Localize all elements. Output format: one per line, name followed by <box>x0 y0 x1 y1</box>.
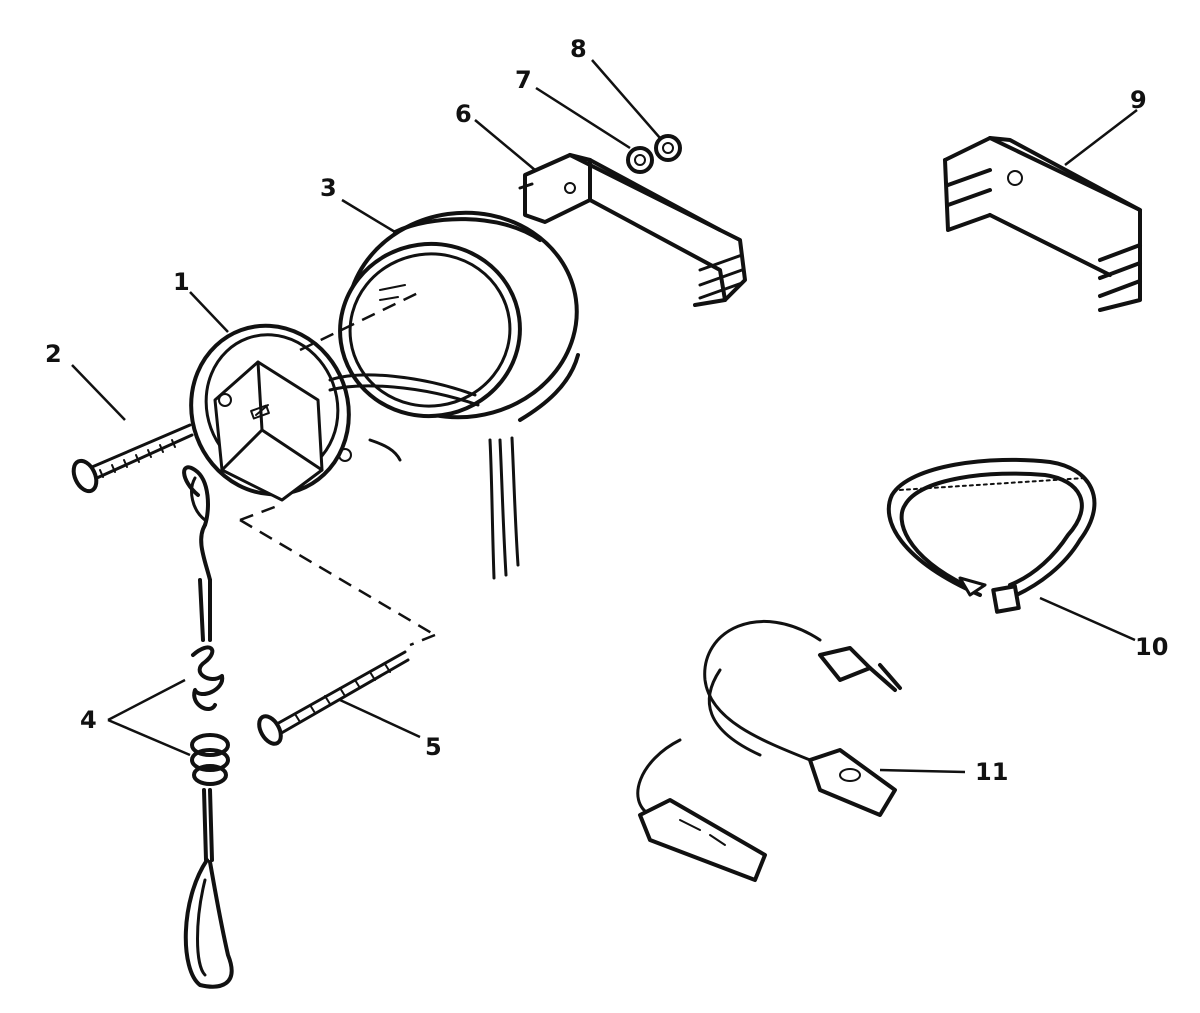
callout-2: 2 <box>45 340 62 368</box>
callout-10: 10 <box>1135 633 1168 661</box>
sender-harness-part <box>636 620 902 882</box>
callout-9: 9 <box>1130 86 1147 114</box>
gauge-bezel-part <box>189 323 480 502</box>
leader-lines <box>71 59 1138 774</box>
nut-part <box>654 134 682 162</box>
callout-3: 3 <box>320 174 337 202</box>
callout-7: 7 <box>515 66 532 94</box>
housing-cup-part <box>338 210 580 580</box>
hose-clamp-part <box>886 457 1097 614</box>
alignment-guides <box>239 290 436 647</box>
clip-bracket-part <box>943 136 1142 312</box>
washer-part <box>626 146 654 174</box>
callout-5: 5 <box>425 733 442 761</box>
lanyard-clip-part <box>182 465 234 989</box>
mounting-screw-part <box>71 423 194 494</box>
callout-11: 11 <box>975 758 1008 786</box>
callout-6: 6 <box>455 100 472 128</box>
callout-1: 1 <box>173 268 190 296</box>
mounting-bracket-part <box>518 153 747 307</box>
callout-8: 8 <box>570 35 587 63</box>
callout-4: 4 <box>80 706 97 734</box>
long-screw-part <box>257 650 410 746</box>
callout-labels: 1 2 3 4 5 6 7 8 9 10 11 <box>45 35 1168 786</box>
